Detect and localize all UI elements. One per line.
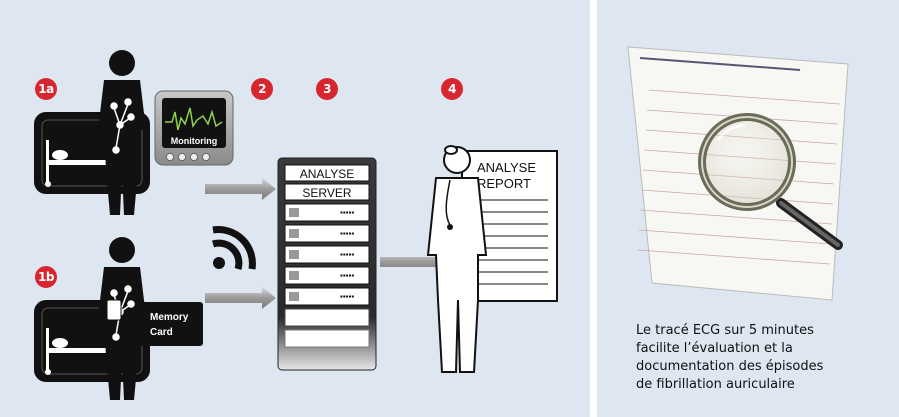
caption-line: Le tracé ECG sur 5 minutes xyxy=(636,323,814,338)
holter-recorder-icon xyxy=(106,299,122,321)
svg-text:▪▪▪▪▪: ▪▪▪▪▪ xyxy=(340,271,354,280)
arrow-to-doctor xyxy=(380,251,450,273)
patient-silhouette-1a xyxy=(98,50,146,215)
memory-card: Memory Card xyxy=(135,302,203,346)
arrow-to-server-top xyxy=(205,178,276,200)
server-unit: ▪▪▪▪▪ xyxy=(284,266,370,285)
wireless-signal-icon xyxy=(211,226,256,271)
step-badge-1a: 1a xyxy=(35,78,57,100)
doctor-figure xyxy=(426,145,488,373)
svg-text:▪▪▪▪▪: ▪▪▪▪▪ xyxy=(340,292,354,301)
magnifying-glass-icon xyxy=(698,113,843,250)
report-title-line2: REPORT xyxy=(477,176,531,191)
analyse-server-rack: ANALYSE SERVER ▪▪▪▪▪ ▪▪▪▪▪ ▪▪▪▪▪ ▪ xyxy=(277,157,377,371)
step-badge-4: 4 xyxy=(441,78,463,100)
monitoring-device: Monitoring xyxy=(154,90,234,166)
step-badge-2: 2 xyxy=(251,78,273,100)
caption-line: de fibrillation auriculaire xyxy=(636,377,795,392)
report-title-line1: ANALYSE xyxy=(477,160,536,175)
server-unit: ▪▪▪▪▪ xyxy=(284,245,370,264)
server-label-line2: SERVER xyxy=(302,186,351,200)
step-badge-3: 3 xyxy=(316,78,338,100)
caption-line: documentation des épisodes xyxy=(636,359,824,374)
svg-text:▪▪▪▪▪: ▪▪▪▪▪ xyxy=(340,208,354,217)
ecg-caption: Le tracé ECG sur 5 minutes facilite l’év… xyxy=(636,322,886,394)
server-unit: ▪▪▪▪▪ xyxy=(284,287,370,306)
server-label-line1: ANALYSE xyxy=(300,167,354,181)
server-unit: ▪▪▪▪▪ xyxy=(284,203,370,222)
caption-line: facilite l’évaluation et la xyxy=(636,341,793,356)
arrow-to-server-bottom xyxy=(205,287,276,309)
server-unit: ▪▪▪▪▪ xyxy=(284,224,370,243)
step-badge-1b: 1b xyxy=(35,266,57,288)
memory-card-label-line2: Card xyxy=(150,327,173,338)
memory-card-label-line1: Memory xyxy=(150,312,189,323)
svg-text:▪▪▪▪▪: ▪▪▪▪▪ xyxy=(340,250,354,259)
svg-text:▪▪▪▪▪: ▪▪▪▪▪ xyxy=(340,229,354,238)
ecg-electrodes-1a xyxy=(110,98,135,154)
monitoring-label: Monitoring xyxy=(171,136,218,146)
